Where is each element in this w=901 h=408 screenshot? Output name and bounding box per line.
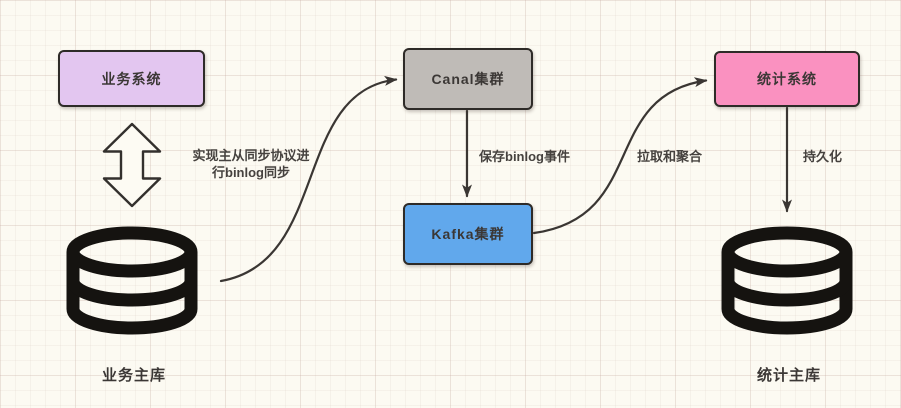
edge-label-persist: 持久化 xyxy=(803,149,843,164)
node-business-system: 业务系统 xyxy=(58,50,205,107)
business-database-label: 业务主库 xyxy=(101,367,166,384)
edge-label-save-binlog: 保存binlog事件 xyxy=(479,149,570,164)
stats-database-icon xyxy=(721,226,853,335)
stats-database-label: 统计主库 xyxy=(756,367,821,384)
edge-label-binlog-sync: 实现主从同步协议进行binlog同步 xyxy=(192,148,310,180)
sync-double-arrow xyxy=(102,122,162,208)
node-kafka-cluster: Kafka集群 xyxy=(403,203,533,265)
node-canal-cluster: Canal集群 xyxy=(403,48,533,110)
edge-kafka-to-stats xyxy=(532,77,708,235)
edge-db-to-canal xyxy=(219,75,398,283)
edge-label-pull-aggregate: 拉取和聚合 xyxy=(637,149,703,164)
business-database-icon xyxy=(66,226,198,335)
node-stats-system: 统计系统 xyxy=(714,51,860,107)
